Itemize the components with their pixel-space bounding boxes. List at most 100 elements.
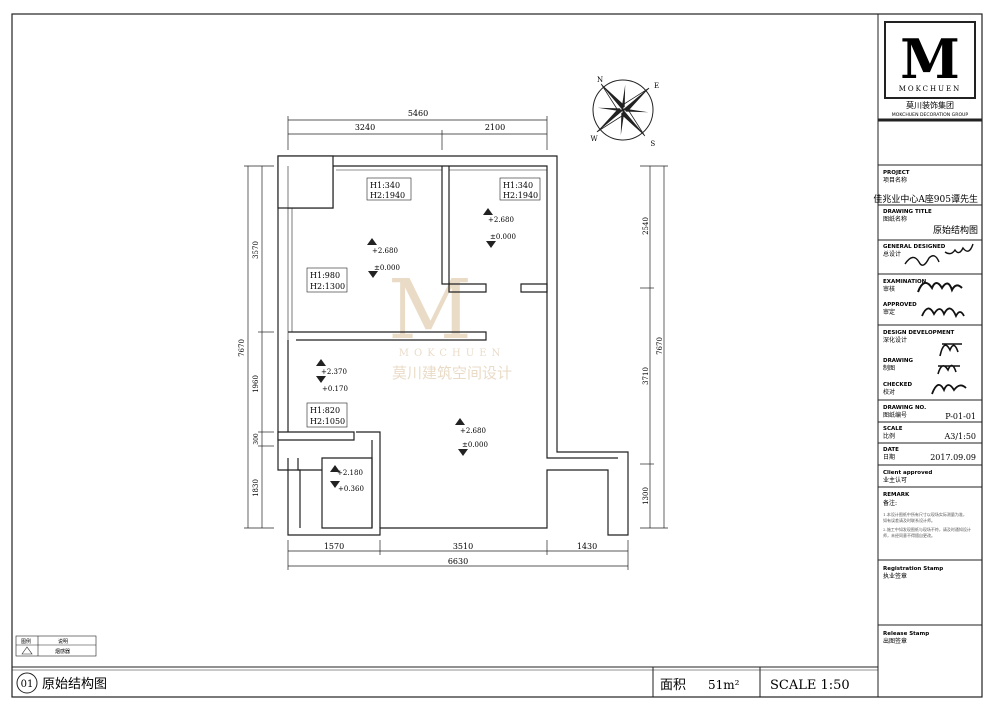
room1-h2: H2:1940: [370, 191, 405, 200]
drawing-title-en: DRAWING TITLE: [883, 209, 932, 215]
area-value: 51m²: [708, 678, 740, 692]
sheet-border: [11, 13, 983, 698]
dimension-text: 5460 3240 2100 1570 3510 1430 6630 7670 …: [238, 109, 664, 566]
win-h2: H2:1300: [310, 282, 345, 291]
level-e0: +0.360: [338, 485, 364, 493]
annotations: H1:340 H2:1940 H1:340 H2:1940 H1:980 H2:…: [306, 177, 541, 493]
level-e: +2.180: [337, 469, 363, 477]
checked-en: CHECKED: [883, 382, 912, 388]
remark-line4: 师，未经同意不得擅自更改。: [883, 532, 935, 538]
floor-plan: [277, 155, 629, 536]
client-cn: 业主认可: [883, 476, 907, 484]
compass-s: S: [650, 140, 655, 148]
compass: N S E W: [590, 76, 659, 148]
title-block: M MOKCHUEN 莫川装饰集团 MOKCHUEN DECORATION GR…: [873, 21, 982, 645]
drawing-no-cn: 图纸编号: [883, 411, 907, 419]
dim-right-total: 7670: [656, 337, 664, 355]
general-cn: 总设计: [883, 250, 901, 258]
outer-wall: [277, 155, 629, 536]
room1-h1: H1:340: [370, 181, 400, 190]
logo-mark: M: [900, 27, 960, 91]
signature-drawing: [937, 364, 960, 375]
release-stamp-en: Release Stamp: [883, 631, 929, 637]
design-dev-en: DESIGN DEVELOPMENT: [883, 330, 955, 336]
signature-general: [904, 243, 974, 266]
level-b: +2.680: [488, 216, 514, 224]
dim-left-total: 7670: [238, 339, 246, 357]
date-en: DATE: [883, 447, 899, 453]
release-stamp-cn: 出图签章: [883, 637, 907, 645]
remark-line3: 2.施工中如发现图纸与现场不符，请及时通知设计: [883, 526, 971, 532]
room2-h2: H2:1940: [503, 191, 538, 200]
remark-line1: 1.本设计图纸中所有尺寸以现场实际测量为准，: [883, 511, 967, 517]
dim-right-b: 3710: [642, 367, 650, 385]
dim-top-b: 2100: [485, 123, 505, 132]
logo-brand: MOKCHUEN: [899, 85, 962, 93]
exam-cn: 审核: [883, 285, 895, 293]
exam-en: EXAMINATION: [883, 279, 927, 285]
column-top-left: [277, 155, 334, 209]
scale-cn: 比例: [883, 432, 895, 440]
compass-e: E: [654, 82, 659, 90]
legend-col1: 图例: [21, 638, 31, 645]
dim-left-b: 1960: [252, 375, 260, 393]
legend-table: 图例 说明 烟感器: [15, 635, 97, 657]
smoke-detector-icon: [21, 646, 33, 655]
approved-en: APPROVED: [883, 302, 917, 308]
signature-checked: [931, 384, 967, 395]
dimensions: [244, 116, 668, 570]
watermark-cn: 莫川建筑空间设计: [392, 364, 512, 382]
dim-bottom-total: 6630: [448, 557, 468, 566]
scale-value: A3/1:50: [943, 432, 976, 441]
drawing-name: 原始结构图: [42, 677, 107, 692]
scale-en: SCALE: [883, 426, 903, 432]
project-value: 佳兆业中心A座905谭先生: [873, 193, 978, 205]
dim-bottom-b: 3510: [453, 542, 473, 551]
win2-h1: H1:820: [310, 406, 340, 415]
level-marker-a: +2.680 ±0.000: [367, 238, 400, 278]
level-a0: ±0.000: [374, 264, 400, 272]
checked-cn: 校对: [883, 388, 895, 396]
level-a: +2.680: [372, 247, 398, 255]
signature-dev: [939, 343, 962, 357]
drawing-number: 01: [21, 679, 34, 690]
room2-h1: H1:340: [503, 181, 533, 190]
general-en: GENERAL DESIGNED: [883, 244, 946, 250]
level-d: +2.680: [460, 427, 486, 435]
dim-left-a: 3570: [252, 241, 260, 259]
win-h1: H1:980: [310, 271, 340, 280]
bottom-bar: 01 原始结构图 面积 51m² SCALE 1:50: [12, 666, 878, 697]
dim-top-a: 3240: [355, 123, 375, 132]
level-c0: +0.170: [322, 385, 348, 393]
dim-bottom-a: 1570: [324, 542, 344, 551]
drawing-number-circle: [16, 672, 38, 694]
drawing-title-cn: 图纸名称: [883, 215, 907, 223]
drawing-cn: 制图: [883, 364, 895, 372]
legend-row1: 烟感器: [55, 648, 70, 655]
dim-left-d: 1830: [252, 479, 260, 497]
reg-stamp-en: Registration Stamp: [883, 566, 943, 572]
design-dev-cn: 深化设计: [883, 336, 907, 344]
client-en: Client approved: [883, 470, 932, 476]
drawing-title-value: 原始结构图: [933, 224, 978, 236]
approved-cn: 审定: [883, 308, 895, 316]
drawing-en: DRAWING: [883, 358, 914, 364]
win2-h2: H2:1050: [310, 417, 345, 426]
drawing-no-value: P-01-01: [945, 412, 976, 421]
level-c: +2.370: [321, 368, 347, 376]
level-marker-b: +2.680 ±0.000: [483, 208, 516, 248]
legend-col2: 说明: [58, 638, 68, 645]
area-label: 面积: [660, 678, 686, 693]
watermark: M MOKCHUEN 莫川建筑空间设计: [388, 263, 512, 382]
scale-label: SCALE 1:50: [770, 678, 850, 693]
dim-right-c: 1300: [642, 487, 650, 505]
date-value: 2017.09.09: [930, 453, 976, 462]
remark-line2: 如有误差请及时联系设计师。: [883, 517, 935, 523]
level-marker-d: +2.680 ±0.000: [455, 418, 488, 456]
level-b0: ±0.000: [490, 233, 516, 241]
logo-group-en: MOKCHUEN DECORATION GROUP: [892, 112, 969, 118]
dim-top-total: 5460: [408, 109, 428, 118]
project-cn: 项目名称: [883, 176, 907, 184]
dim-bottom-c: 1430: [577, 542, 597, 551]
